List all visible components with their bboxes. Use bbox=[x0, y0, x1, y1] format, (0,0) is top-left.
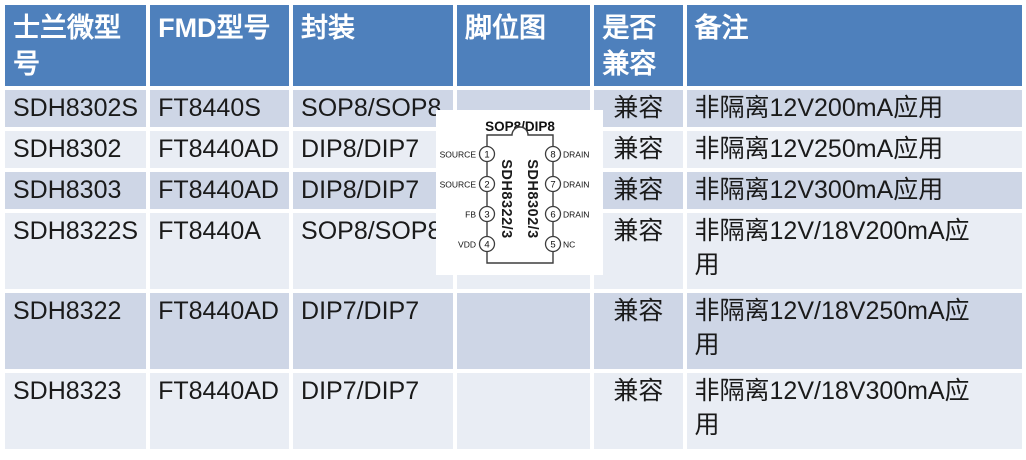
pin-number: 8 bbox=[550, 150, 555, 161]
pin-number: 2 bbox=[484, 180, 489, 191]
cell-package: DIP7/DIP7 bbox=[293, 293, 453, 369]
cell-remark: 非隔离12V200mA应用 bbox=[686, 90, 1022, 127]
cell-package: DIP8/DIP7 bbox=[293, 131, 453, 168]
pin-label: DRAIN bbox=[563, 150, 589, 160]
cell-package: SOP8/SOP8 bbox=[293, 90, 453, 127]
col-header-remark: 备注 bbox=[686, 5, 1022, 86]
cell-fmd-model: FT8440AD bbox=[150, 373, 290, 449]
cell-silan-model: SDH8303 bbox=[5, 172, 147, 209]
cell-compatible: 兼容 bbox=[594, 293, 683, 369]
cell-silan-model: SDH8302S bbox=[5, 90, 147, 127]
table-row: SDH8323 FT8440AD DIP7/DIP7 兼容 非隔离12V/18V… bbox=[5, 373, 1022, 449]
pin-label: SOURCE bbox=[440, 180, 477, 190]
pin-label: NC bbox=[563, 240, 575, 250]
pin-number: 4 bbox=[484, 240, 489, 251]
col-header-package: 封装 bbox=[293, 5, 453, 86]
pin-circle bbox=[478, 235, 496, 253]
table-row: SDH8302S FT8440S SOP8/SOP8 兼容 非隔离12V200m… bbox=[5, 90, 1022, 127]
pin-diagram-drawing: SOP8/DIP8 1 2 3 4 SOURCE SOURCE FB VDD 8… bbox=[440, 119, 589, 264]
pin-circle bbox=[478, 145, 496, 163]
cell-fmd-model: FT8440A bbox=[150, 213, 290, 289]
pin-number: 3 bbox=[484, 210, 489, 221]
pin-number: 6 bbox=[550, 210, 555, 221]
cell-package: DIP7/DIP7 bbox=[293, 373, 453, 449]
cell-silan-model: SDH8322 bbox=[5, 293, 147, 369]
cell-pin-diagram bbox=[456, 373, 591, 449]
cell-fmd-model: FT8440AD bbox=[150, 131, 290, 168]
pin-circle bbox=[544, 235, 562, 253]
cell-fmd-model: FT8440S bbox=[150, 90, 290, 127]
chip-part-number: SDH8302/3 bbox=[524, 159, 540, 238]
cell-compatible: 兼容 bbox=[594, 373, 683, 449]
pin-number: 1 bbox=[484, 150, 489, 161]
pin-label: DRAIN bbox=[563, 210, 589, 220]
cell-package: DIP8/DIP7 bbox=[293, 172, 453, 209]
pin-label: DRAIN bbox=[563, 180, 589, 190]
cell-silan-model: SDH8323 bbox=[5, 373, 147, 449]
col-header-silan-model: 士兰微型号 bbox=[5, 5, 147, 86]
cell-compatible: 兼容 bbox=[594, 90, 683, 127]
cell-remark: 非隔离12V250mA应用 bbox=[686, 131, 1022, 168]
col-header-pin-diagram: 脚位图 bbox=[456, 5, 591, 86]
pin-circle bbox=[478, 205, 496, 223]
pin-circle bbox=[478, 175, 496, 193]
header-row: 士兰微型号 FMD型号 封装 脚位图 是否兼容 备注 bbox=[5, 5, 1022, 86]
pin-diagram: SOP8/DIP8 1 2 3 4 SOURCE SOURCE FB VDD 8… bbox=[436, 110, 603, 275]
pin-label: SOURCE bbox=[440, 150, 477, 160]
pin-number: 5 bbox=[550, 240, 555, 251]
table-row: SDH8303 FT8440AD DIP8/DIP7 兼容 非隔离12V300m… bbox=[5, 172, 1022, 209]
cell-fmd-model: FT8440AD bbox=[150, 293, 290, 369]
cell-remark: 非隔离12V300mA应用 bbox=[686, 172, 1022, 209]
cell-compatible: 兼容 bbox=[594, 213, 683, 289]
cell-remark: 非隔离12V/18V300mA应 用 bbox=[686, 373, 1022, 449]
pin-circle bbox=[544, 175, 562, 193]
pin-circle bbox=[544, 205, 562, 223]
cell-package: SOP8/SOP8 bbox=[293, 213, 453, 289]
cell-pin-diagram bbox=[456, 293, 591, 369]
table-row: SDH8322 FT8440AD DIP7/DIP7 兼容 非隔离12V/18V… bbox=[5, 293, 1022, 369]
pin-label: VDD bbox=[458, 240, 476, 250]
cell-remark: 非隔离12V/18V250mA应 用 bbox=[686, 293, 1022, 369]
pin-circle bbox=[544, 145, 562, 163]
cell-compatible: 兼容 bbox=[594, 131, 683, 168]
cell-silan-model: SDH8322S bbox=[5, 213, 147, 289]
pin-label: FB bbox=[465, 210, 476, 220]
chip-part-number: SDH8322/3 bbox=[498, 159, 514, 238]
cell-remark: 非隔离12V/18V200mA应 用 bbox=[686, 213, 1022, 289]
col-header-compatible: 是否兼容 bbox=[594, 5, 683, 86]
cell-compatible: 兼容 bbox=[594, 172, 683, 209]
cell-fmd-model: FT8440AD bbox=[150, 172, 290, 209]
pin-number: 7 bbox=[550, 180, 555, 191]
chip-outline bbox=[486, 126, 554, 264]
cell-silan-model: SDH8302 bbox=[5, 131, 147, 168]
col-header-fmd-model: FMD型号 bbox=[150, 5, 290, 86]
